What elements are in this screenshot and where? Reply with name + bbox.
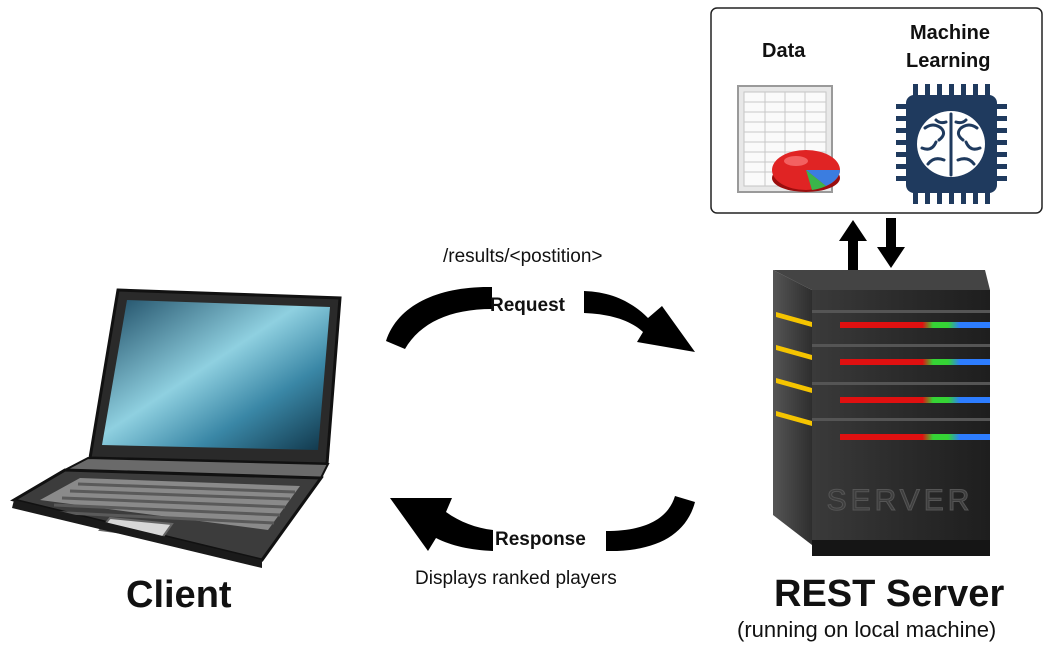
ml-label-line2: Learning bbox=[906, 50, 991, 72]
response-arrow bbox=[390, 496, 695, 552]
server-sublabel: (running on local machine) bbox=[737, 617, 997, 642]
server-engraving: SERVER bbox=[827, 484, 974, 517]
request-label: Request bbox=[490, 295, 565, 316]
data-label: Data bbox=[762, 40, 806, 62]
up-arrow-icon bbox=[839, 220, 867, 270]
spreadsheet-pie-icon bbox=[737, 85, 840, 193]
endpoint-label: /results/<postition> bbox=[443, 246, 603, 267]
client-label: Client bbox=[126, 574, 232, 616]
brain-chip-icon bbox=[896, 84, 1007, 204]
request-arrow bbox=[386, 286, 695, 352]
down-arrow-icon bbox=[877, 218, 905, 268]
server-label: REST Server bbox=[774, 573, 1005, 615]
response-label: Response bbox=[495, 529, 586, 550]
response-note: Displays ranked players bbox=[415, 568, 617, 589]
ml-label-line1: Machine bbox=[910, 22, 991, 44]
laptop-icon bbox=[10, 288, 342, 568]
server-tower-icon: SERVER bbox=[773, 270, 990, 556]
